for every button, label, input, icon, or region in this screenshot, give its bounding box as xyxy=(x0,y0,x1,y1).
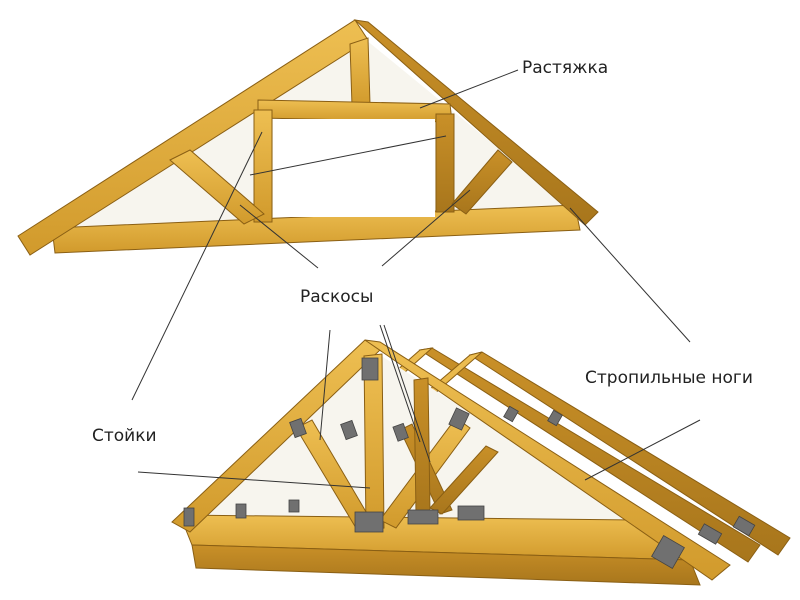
rear-truss-post xyxy=(413,377,431,515)
leader-rafter-top xyxy=(569,207,691,343)
top-truss-right-rafter xyxy=(353,19,599,226)
top-truss-right-post xyxy=(435,113,455,213)
bottom-trusses xyxy=(171,339,791,586)
top-truss-right-brace xyxy=(451,149,513,215)
metal-plate xyxy=(340,419,358,441)
leader-brace-top-right xyxy=(381,189,471,267)
label-braces: Раскосы xyxy=(300,287,374,307)
metal-plate xyxy=(235,503,247,519)
top-truss-tie xyxy=(257,99,453,123)
metal-plate xyxy=(289,417,307,439)
leader-brace-bottom-right xyxy=(383,324,431,463)
leader-post-bottom xyxy=(137,471,371,489)
leader-lines xyxy=(131,69,701,489)
label-posts: Стойки xyxy=(92,426,157,446)
front-truss-center-post xyxy=(363,353,385,531)
leader-brace-bottom-left xyxy=(319,329,331,441)
metal-plate xyxy=(183,507,195,527)
metal-plate xyxy=(732,515,756,537)
leader-post-top-left xyxy=(131,131,263,401)
leader-brace-bottom-mid xyxy=(379,324,421,443)
top-truss-window xyxy=(273,119,435,217)
leader-tie xyxy=(419,69,519,109)
leader-rafter-bottom xyxy=(584,419,701,481)
bottom-chord-side xyxy=(191,544,701,586)
label-tie: Растяжка xyxy=(522,58,609,78)
label-rafters: Стропильные ноги xyxy=(585,368,753,388)
metal-plate xyxy=(354,511,384,533)
metal-plate xyxy=(392,422,409,442)
metal-plate xyxy=(503,405,519,423)
metal-plate xyxy=(361,357,379,381)
metal-plate xyxy=(651,535,685,569)
front-truss-right-rafter xyxy=(364,339,731,581)
leader-brace-top-left xyxy=(239,204,319,269)
metal-plate xyxy=(407,509,439,525)
top-truss-left-post xyxy=(253,109,273,223)
metal-plate xyxy=(448,407,470,431)
top-truss xyxy=(17,19,599,256)
metal-plate xyxy=(457,505,485,521)
metal-plate xyxy=(288,499,300,513)
leader-post-top-right xyxy=(249,135,447,176)
metal-plate xyxy=(697,523,723,545)
metal-plate xyxy=(547,409,563,427)
top-truss-king-post xyxy=(349,37,371,107)
